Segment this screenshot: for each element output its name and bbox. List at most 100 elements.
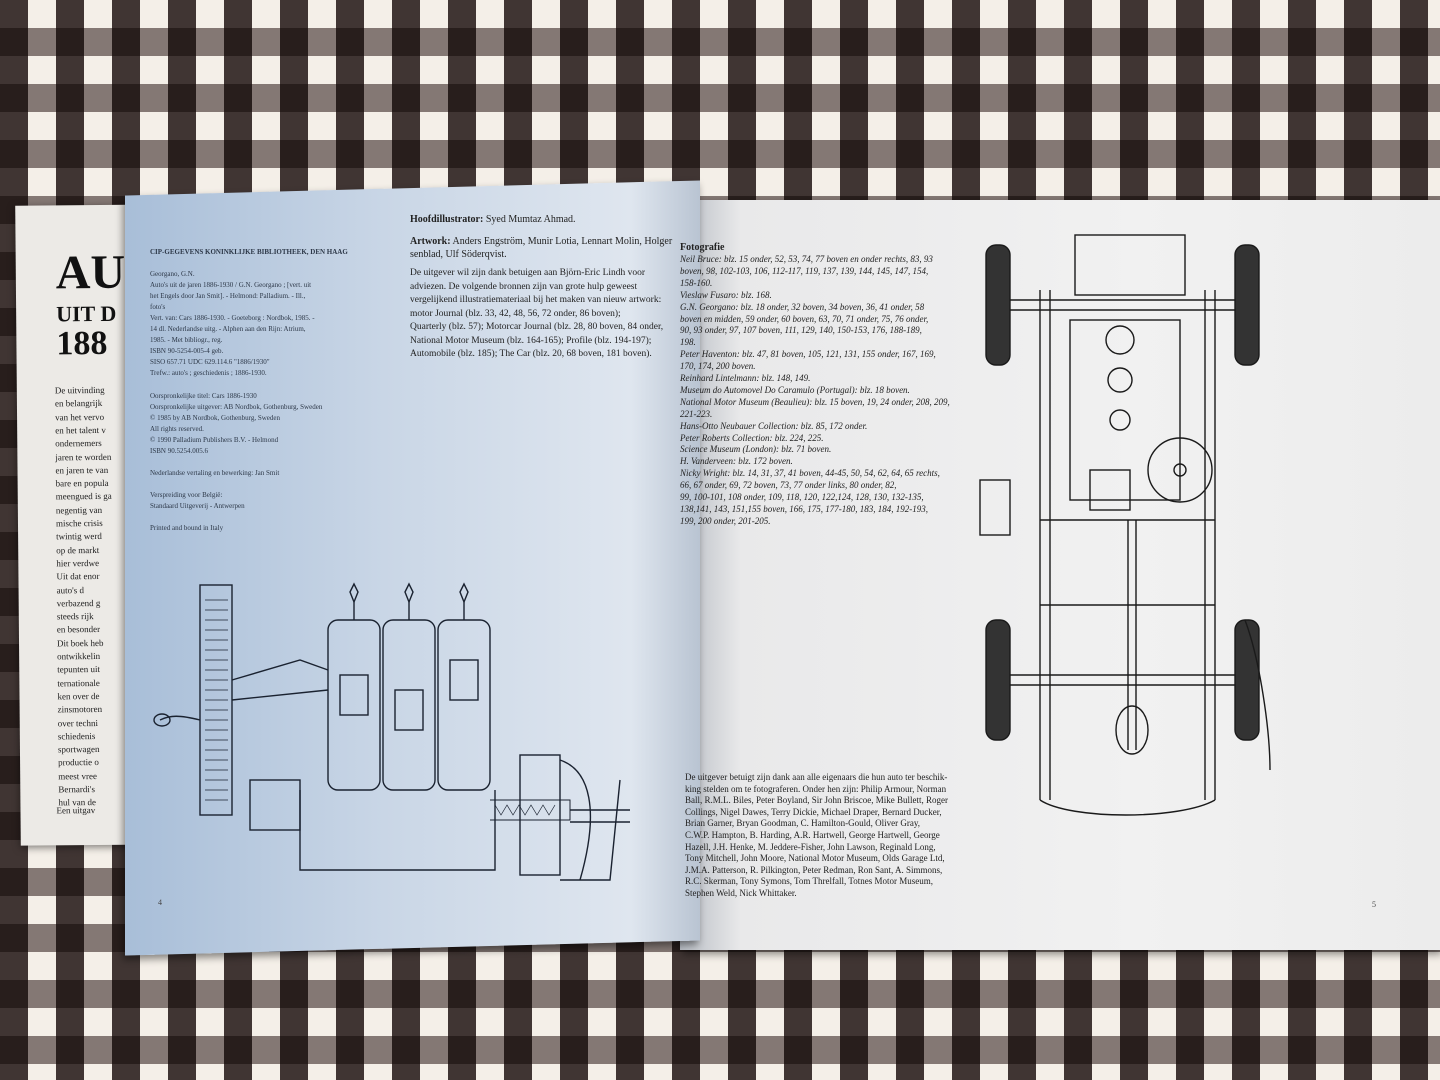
thanks-line: motor Journal (blz. 33, 42, 48, 56, 72 o…	[410, 308, 621, 319]
rear-right-wheel	[1234, 619, 1260, 741]
imprint-line: Oorspronkelijke uitgever: AB Nordbok, Go…	[150, 403, 323, 411]
fotografie-line: Museum do Automovel Do Caramulo (Portuga…	[680, 384, 910, 395]
cip-line: 1985. - Met bibliogr., reg.	[150, 336, 223, 344]
cip-line: Vert. van: Cars 1886-1930. - Goeteborg :…	[150, 314, 315, 322]
back-body-line: productie o	[58, 757, 99, 768]
owners-line: Brian Garner, Bryan Goodman, C. Hamilton…	[685, 818, 921, 829]
artwork-line: Artwork: Anders Engström, Munir Lotia, L…	[410, 236, 672, 247]
back-body-line: zinsmotoren	[57, 704, 103, 715]
owners-line: king stelden om te fotograferen. Onder h…	[685, 783, 947, 794]
back-body-line: en jaren te van	[55, 464, 109, 476]
fotografie-line: 90, 93 onder, 97, 107 boven, 111, 129, 1…	[680, 325, 922, 336]
cylinder-3	[437, 619, 491, 791]
back-body-line: mische crisis	[55, 517, 103, 529]
thanks-line: Quarterly (blz. 57); Motorcar Journal (b…	[410, 322, 664, 332]
fotografie-line: Science Museum (London): blz. 71 boven.	[680, 444, 832, 455]
owners-line: Tony Mitchell, John Moore, National Moto…	[685, 853, 945, 864]
imprint-line: © 1990 Palladium Publishers B.V. - Helmo…	[150, 436, 279, 444]
back-body-line: Dit boek heb	[56, 637, 104, 649]
owners-line: Collings, Nigel Dawes, Terry Dickie, Mic…	[685, 806, 942, 817]
thanks-line: vergelijkend illustratiemateriaal bij he…	[410, 295, 662, 305]
cip-line: foto's	[150, 303, 166, 311]
back-body-line: steeds rijk	[56, 611, 94, 622]
fotografie-line: National Motor Museum (Beaulieu): blz. 1…	[680, 396, 950, 407]
back-footer: Een uitgav	[56, 805, 96, 816]
fotografie-label: Fotografie	[680, 242, 725, 253]
back-body-line: auto's d	[56, 584, 84, 595]
fotografie-line: H. Vanderveen: blz. 172 boven.	[680, 456, 793, 467]
right-page	[680, 200, 1440, 950]
fotografie-line: boven en midden, 59 onder, 60 boven, 63,…	[680, 313, 929, 324]
fotografie-line: 66, 67 onder, 69, 72 boven, 73, 77 onder…	[680, 480, 897, 491]
owners-line: R.C. Skerman, Tony Symons, Tom Threlfall…	[685, 876, 933, 887]
back-title-line3: 188	[56, 324, 108, 363]
chassis-drawing	[979, 234, 1271, 816]
imprint-line: Standaard Uitgeverij - Antwerpen	[150, 502, 245, 510]
back-body-line: over techni	[57, 717, 99, 728]
imprint-line: Verspreiding voor België:	[150, 491, 223, 499]
back-title-line2: UIT D	[56, 300, 117, 327]
back-body-line: ken over de	[57, 690, 100, 702]
fotografie-line: 199, 200 onder, 201-205.	[680, 515, 771, 526]
thanks-line: National Motor Museum (blz. 164-165); Pr…	[410, 335, 652, 346]
back-body-line: twintig werd	[56, 531, 102, 542]
imprint-line: Oorspronkelijke titel: Cars 1886-1930	[150, 392, 257, 400]
back-body-line: meest vree	[58, 770, 97, 782]
thanks-line: Automobile (blz. 185); The Car (blz. 20,…	[410, 349, 652, 359]
differential	[1115, 705, 1149, 755]
fotografie-line: Hans-Otto Neubauer Collection: blz. 85, …	[680, 420, 868, 431]
fotografie-line: Peter Haventon: blz. 47, 81 boven, 105, …	[680, 349, 936, 360]
owners-line: Stephen Weld, Nick Whittaker.	[685, 888, 797, 898]
back-body-line: bare en popula	[55, 477, 109, 489]
owners-line: De uitgever betuigt zijn dank aan alle e…	[685, 772, 948, 782]
fotografie-line: Reinhard Lintelmann: blz. 148, 149.	[680, 373, 811, 383]
fotografie-line: Vieslaw Fusaro: blz. 168.	[680, 289, 772, 300]
back-body-line: ondernemers	[55, 438, 102, 449]
hoofdillustrator: Hoofdillustrator: Syed Mumtaz Ahmad.	[410, 214, 576, 225]
thanks-line: adviezen. De volgende bronnen zijn van g…	[410, 281, 638, 292]
cip-line: Georgano, G.N.	[150, 270, 195, 278]
fotografie-line: Nicky Wright: blz. 14, 31, 37, 41 boven,…	[680, 468, 940, 479]
left-page-number: 4	[158, 898, 162, 907]
cip-line: ISBN 90-5254-005-4 geb.	[150, 347, 224, 355]
fotografie-line: boven, 98, 102-103, 106, 112-117, 119, 1…	[680, 265, 929, 276]
right-page-number: 5	[1372, 900, 1376, 909]
front-left-wheel	[985, 244, 1011, 366]
back-body-line: hier verdwe	[56, 557, 100, 569]
imprint-line: Printed and bound in Italy	[150, 524, 224, 532]
cip-line: Trefw.: auto's ; geschiedenis ; 1886-193…	[150, 369, 267, 377]
back-title-line1: AU	[55, 245, 126, 300]
back-body-line: schiedenis	[57, 730, 96, 742]
back-body-line: ternationale	[57, 677, 100, 688]
imprint-line: © 1985 by AB Nordbok, Gothenburg, Sweden	[150, 414, 281, 422]
back-body-line: en belangrijk	[54, 398, 103, 409]
cylinder-1	[327, 619, 381, 791]
back-body-line: en besonder	[56, 624, 101, 635]
owners-line: J.M.A. Patterson, R. Pilkington, Peter R…	[685, 864, 943, 875]
back-body-line: van het vervo	[55, 411, 105, 422]
fotografie-line: 138,141, 143, 151,155 boven, 166, 175, 1…	[680, 503, 928, 514]
fotografie-line: Neil Bruce: blz. 15 onder, 52, 53, 74, 7…	[680, 254, 933, 264]
steering-wheel	[1147, 437, 1213, 503]
cylinder-2	[382, 619, 436, 791]
engine-drawing	[153, 582, 630, 881]
hoofdillustrator-value: Syed Mumtaz Ahmad.	[485, 214, 576, 225]
back-body-line: De uitvinding	[54, 384, 105, 396]
front-right-wheel	[1234, 244, 1260, 366]
thanks-line: De uitgever wil zijn dank betuigen aan B…	[410, 268, 646, 278]
back-body-line: verbazend g	[56, 597, 101, 609]
back-body-line: Bernardi's	[58, 784, 95, 795]
owners-line: C.W.P. Hampton, B. Harding, A.R. Hartwel…	[685, 830, 940, 840]
fotografie-line: 198.	[680, 337, 696, 348]
back-body-line: ontwikkelin	[57, 650, 101, 662]
imprint-line: ISBN 90.5254.005.6	[150, 447, 208, 455]
artwork-value-1: Anders Engström, Munir Lotia, Lennart Mo…	[452, 236, 673, 247]
back-body-line: sportwagen	[57, 744, 100, 755]
fotografie-line: 158-160.	[680, 277, 713, 288]
hoofdillustrator-label: Hoofdillustrator:	[410, 214, 484, 225]
imprint-line: Nederlandse vertaling en bewerking: Jan …	[150, 469, 280, 477]
back-body-line: op de markt	[56, 544, 100, 555]
owners-line: Hazell, J.H. Henke, M. Jeddere-Fisher, J…	[685, 841, 936, 852]
cip-title: CIP-GEGEVENS KONINKLIJKE BIBLIOTHEEK, DE…	[150, 248, 348, 256]
imprint-line: All rights reserved.	[150, 425, 204, 433]
